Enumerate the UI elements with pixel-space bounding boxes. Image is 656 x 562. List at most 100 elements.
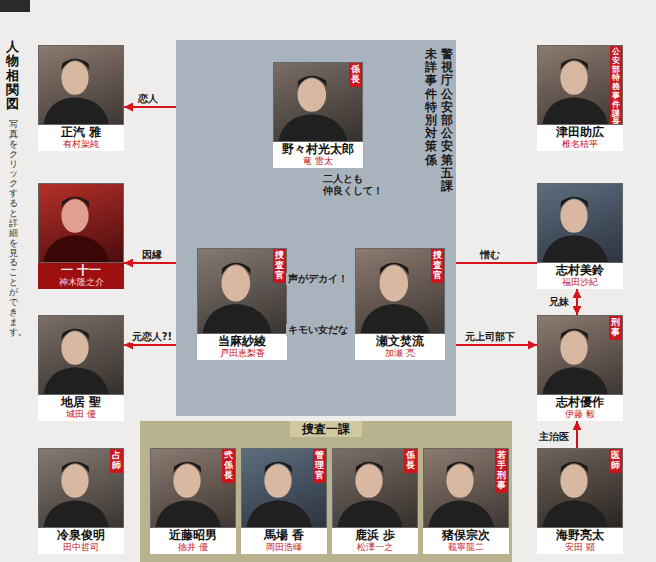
character-name: 正汽 雅 [38, 125, 124, 139]
actor-name: 田中哲司 [38, 542, 124, 554]
portrait-face [446, 464, 473, 498]
portrait-hair [560, 59, 588, 70]
portrait-body [202, 304, 272, 334]
portrait-body [43, 367, 109, 395]
role-badge: 捜査官 [431, 249, 444, 283]
portrait-body [246, 500, 312, 528]
portrait-body [542, 97, 608, 125]
portrait-body [360, 304, 430, 334]
portrait-photo: 医師 [537, 448, 623, 528]
role-badge: 捜査官 [273, 249, 286, 283]
section-band: 捜査一課弐係長近藤昭男徳井 優管理官馬場 香岡田浩暉係長鹿浜 歩松澤一之若手刑事… [140, 421, 512, 562]
portrait-hair [61, 59, 89, 70]
character-name: 志村美鈴 [537, 263, 623, 277]
person-card: 刑事志村優作伊藤 毅 [537, 315, 623, 421]
person-card: 若手刑事猪俣宗次載寧龍二 [423, 448, 509, 554]
person-card: 管理官馬場 香岡田浩暉 [241, 448, 327, 554]
portrait-body [278, 114, 348, 142]
character-name: 瀬文焚流 [355, 334, 445, 348]
portrait-silhouette [39, 46, 119, 125]
actor-name: 安田 顕 [537, 542, 623, 554]
actor-name: 有村架純 [38, 139, 124, 151]
actor-name: 神木隆之介 [38, 277, 124, 289]
portrait-hair [446, 462, 474, 473]
portrait-hair [380, 263, 409, 275]
portrait-face [61, 61, 88, 95]
role-badge: 弐係長 [222, 449, 235, 483]
actor-name: 竜 雷太 [273, 156, 363, 168]
portrait-face [298, 78, 327, 112]
person-card: 地居 聖城田 優 [38, 315, 124, 421]
portrait-silhouette [39, 184, 119, 263]
character-name: 海野亮太 [537, 528, 623, 542]
portrait-body [43, 97, 109, 125]
character-name: 地居 聖 [38, 395, 124, 409]
section-heading: 警視庁公安部公安第五課 [441, 48, 453, 193]
portrait-face [173, 464, 200, 498]
portrait-hair [61, 462, 89, 473]
actor-name: 載寧龍二 [423, 542, 509, 554]
portrait-face [560, 199, 587, 233]
person-card: 弐係長近藤昭男徳井 優 [150, 448, 236, 554]
instruction-note: 写真をクリックすると詳細を見ることができます。 [9, 120, 18, 338]
relation-label: 恋人 [136, 93, 160, 105]
character-name: 志村優作 [537, 395, 623, 409]
character-name: 冷泉俊明 [38, 528, 124, 542]
portrait-face [380, 265, 409, 301]
portrait-hair [560, 329, 588, 340]
portrait-silhouette [538, 316, 618, 395]
section-panel: 警視庁公安部公安第五課未詳事件特別対策係 係長野々村光太郎竜 雷太捜査官当麻紗綾戸… [176, 40, 456, 416]
person-card: 係長野々村光太郎竜 雷太 [273, 62, 363, 168]
portrait-photo: 係長 [273, 62, 363, 142]
portrait-silhouette [39, 449, 119, 528]
portrait-face [264, 464, 291, 498]
portrait-photo: 刑事 [537, 315, 623, 395]
person-card: 一 十一神木隆之介 [38, 183, 124, 289]
actor-name: 椎名桔平 [537, 139, 623, 151]
relation-label: 二人とも 仲良くして！ [321, 173, 397, 197]
portrait-body [542, 500, 608, 528]
portrait-hair [560, 197, 588, 208]
relation-label: 因縁 [140, 249, 164, 261]
portrait-photo [38, 315, 124, 395]
relation-arrow [445, 262, 537, 264]
portrait-hair [173, 462, 201, 473]
portrait-body [43, 235, 109, 263]
person-card: 捜査官瀬文焚流加瀬 亮 [355, 248, 445, 360]
portrait-face [560, 331, 587, 365]
role-badge: 占師 [110, 449, 123, 473]
portrait-body [542, 235, 608, 263]
relation-label: キモい女だな [286, 324, 350, 336]
chart-title: 人物相関図 [6, 40, 19, 111]
character-name: 一 十一 [38, 263, 124, 277]
relation-label: 元恋人?! [130, 331, 174, 343]
role-badge: 公安部特務事件課長 [610, 46, 622, 125]
portrait-photo: 弐係長 [150, 448, 236, 528]
character-name: 猪俣宗次 [423, 528, 509, 542]
portrait-silhouette [538, 46, 618, 125]
portrait-body [542, 367, 608, 395]
portrait-silhouette [151, 449, 231, 528]
relation-label: 憎む [478, 249, 502, 261]
portrait-hair [355, 462, 383, 473]
actor-name: 福田沙紀 [537, 277, 623, 289]
section-heading: 未詳事件特別対策係 [425, 48, 437, 167]
relation-arrow [445, 344, 537, 346]
portrait-hair [222, 263, 251, 275]
portrait-silhouette [424, 449, 504, 528]
person-card: 捜査官当麻紗綾戸田恵梨香 [197, 248, 287, 360]
role-badge: 刑事 [609, 316, 622, 340]
portrait-face [61, 464, 88, 498]
actor-name: 加瀬 亮 [355, 348, 445, 360]
actor-name: 徳井 優 [150, 542, 236, 554]
corner-shade [0, 0, 30, 12]
portrait-hair [560, 462, 588, 473]
portrait-face [222, 265, 251, 301]
role-badge: 係長 [404, 449, 417, 473]
portrait-photo: 若手刑事 [423, 448, 509, 528]
portrait-photo [38, 183, 124, 263]
portrait-photo: 捜査官 [197, 248, 287, 334]
portrait-silhouette [198, 249, 282, 334]
